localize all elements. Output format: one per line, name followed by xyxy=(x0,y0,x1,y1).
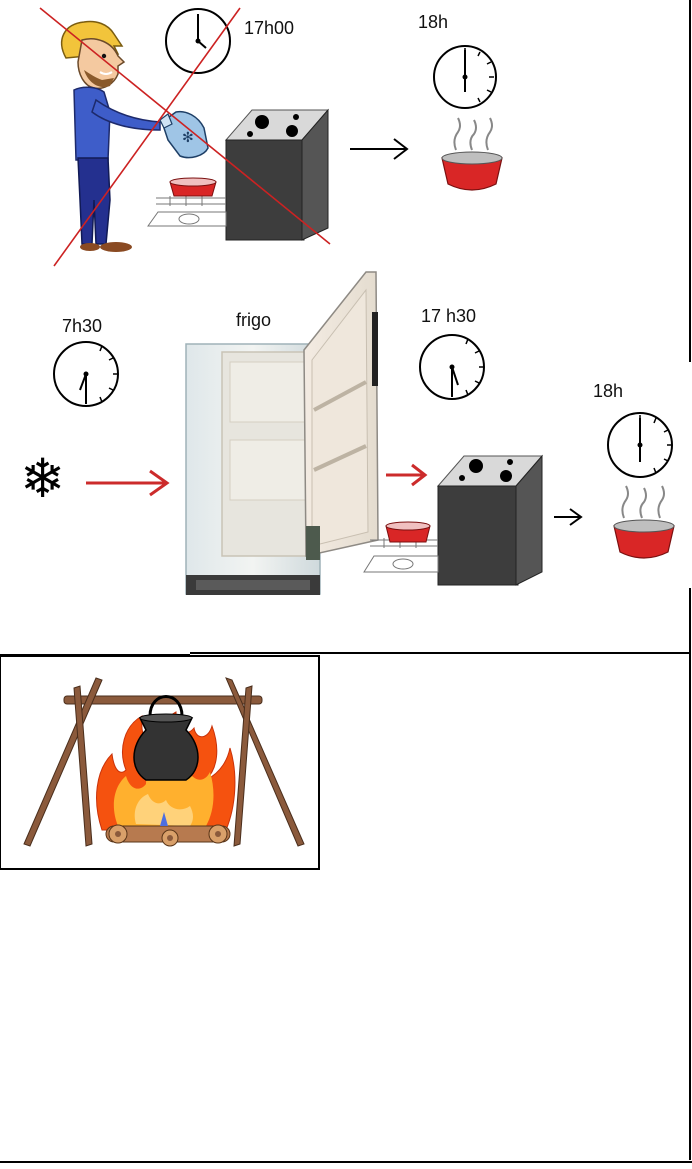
svg-text:✻: ✻ xyxy=(182,130,194,146)
steaming-pot-middle xyxy=(613,485,675,559)
clock-18h-top xyxy=(433,45,497,109)
oven-rack-middle xyxy=(363,538,439,573)
snowflake-icon: ❄ xyxy=(20,447,66,510)
label-7h30: 7h30 xyxy=(62,316,103,336)
campfire xyxy=(23,677,305,847)
label-17h00: 17h00 xyxy=(244,18,295,38)
arrow-freezer-to-fridge xyxy=(86,469,170,497)
dish-in-oven-middle xyxy=(385,521,431,543)
arrow-top xyxy=(350,138,409,160)
frozen-pouch: ✻ xyxy=(159,110,209,159)
fridge xyxy=(185,271,379,595)
clock-7h30 xyxy=(53,341,119,407)
label-18h-middle: 18h xyxy=(593,381,624,401)
oven-middle xyxy=(436,454,544,586)
red-cross xyxy=(39,7,331,267)
arrow-fridge-to-oven xyxy=(386,463,428,487)
dish-in-oven-top xyxy=(169,177,217,197)
clock-18h-middle xyxy=(607,412,673,478)
clock-crossed xyxy=(165,8,231,74)
arrow-oven-to-pot xyxy=(554,508,583,526)
man-figure xyxy=(61,20,161,252)
steaming-pot-top xyxy=(441,117,503,191)
label-17h30: 17 h30 xyxy=(421,306,477,326)
oven-top xyxy=(224,108,330,241)
oven-rack-top xyxy=(147,196,227,227)
label-18h-top: 18h xyxy=(418,12,449,32)
label-frigo: frigo xyxy=(236,310,272,330)
clock-17h30 xyxy=(419,334,485,400)
